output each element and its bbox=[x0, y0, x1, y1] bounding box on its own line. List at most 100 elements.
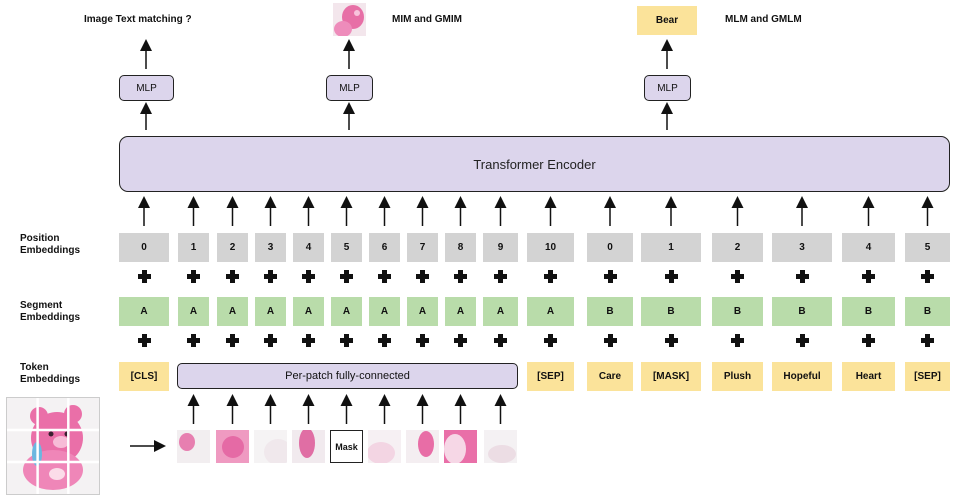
position-embedding-4: 4 bbox=[293, 233, 324, 262]
segment-embedding-10: A bbox=[527, 297, 574, 326]
image-patch-2 bbox=[216, 430, 249, 463]
plus-icon bbox=[187, 334, 200, 347]
mim-output-image bbox=[333, 3, 366, 36]
plus-icon bbox=[378, 270, 391, 283]
plus-icon bbox=[494, 270, 507, 283]
image-patch-8 bbox=[444, 430, 477, 464]
segment-embedding-13: B bbox=[712, 297, 763, 326]
token-heart: Heart bbox=[842, 362, 895, 391]
plus-icon bbox=[795, 334, 809, 347]
segment-embedding-15: B bbox=[842, 297, 895, 326]
plus-icon bbox=[731, 270, 744, 283]
position-embedding-9: 9 bbox=[483, 233, 518, 262]
plus-icon bbox=[921, 270, 934, 283]
token-care: Care bbox=[587, 362, 633, 391]
plus-icon bbox=[921, 334, 934, 347]
mim-output-label: MIM and GMIM bbox=[392, 14, 462, 25]
position-embedding-14: 3 bbox=[772, 233, 832, 262]
image-patch-9 bbox=[484, 430, 517, 463]
segment-embedding-7: A bbox=[407, 297, 438, 326]
segment-embedding-3: A bbox=[255, 297, 286, 326]
plus-icon bbox=[226, 270, 239, 283]
position-embedding-16: 5 bbox=[905, 233, 950, 262]
mlp-box-mlm: MLP bbox=[644, 75, 691, 101]
position-embedding-7: 7 bbox=[407, 233, 438, 262]
token-mask: [MASK] bbox=[641, 362, 701, 391]
segment-embedding-12: B bbox=[641, 297, 701, 326]
mlp-box-mim: MLP bbox=[326, 75, 373, 101]
position-embedding-1: 1 bbox=[178, 233, 209, 262]
plus-icon bbox=[494, 334, 507, 347]
plus-icon bbox=[862, 334, 875, 347]
plus-icon bbox=[454, 334, 467, 347]
segment-embedding-4: A bbox=[293, 297, 324, 326]
plus-icon bbox=[544, 270, 557, 283]
plus-icon bbox=[340, 270, 353, 283]
mlp-box-itm: MLP bbox=[119, 75, 174, 101]
source-image bbox=[6, 397, 100, 495]
token-sep-1: [SEP] bbox=[527, 362, 574, 391]
plus-icon bbox=[664, 334, 678, 347]
segment-embedding-5: A bbox=[331, 297, 362, 326]
plus-icon bbox=[137, 270, 151, 283]
plus-icon bbox=[137, 334, 151, 347]
token-sep-2: [SEP] bbox=[905, 362, 950, 391]
plus-icon bbox=[603, 270, 617, 283]
token-plush: Plush bbox=[712, 362, 763, 391]
position-embedding-5: 5 bbox=[331, 233, 362, 262]
position-embedding-12: 1 bbox=[641, 233, 701, 262]
image-patch-7 bbox=[406, 430, 439, 463]
plus-icon bbox=[603, 334, 617, 347]
plus-icon bbox=[264, 334, 277, 347]
itm-output-label: Image Text matching ? bbox=[84, 14, 192, 25]
plus-icon bbox=[544, 334, 557, 347]
segment-embedding-8: A bbox=[445, 297, 476, 326]
image-patch-6 bbox=[367, 430, 401, 464]
transformer-encoder: Transformer Encoder bbox=[119, 136, 950, 192]
plus-icon bbox=[302, 270, 315, 283]
plus-icon bbox=[862, 270, 875, 283]
image-patch-3 bbox=[254, 430, 292, 465]
position-embeddings-label: Position Embeddings bbox=[20, 233, 81, 256]
plus-icon bbox=[416, 270, 429, 283]
plus-icon bbox=[187, 270, 200, 283]
position-embedding-13: 2 bbox=[712, 233, 763, 262]
plus-icon bbox=[302, 334, 315, 347]
segment-embedding-6: A bbox=[369, 297, 400, 326]
token-embeddings-label: Token Embeddings bbox=[20, 362, 81, 385]
segment-embedding-11: B bbox=[587, 297, 633, 326]
segment-embedding-16: B bbox=[905, 297, 950, 326]
token-cls: [CLS] bbox=[119, 362, 169, 391]
per-patch-fc-box: Per-patch fully-connected bbox=[177, 363, 518, 389]
position-embedding-2: 2 bbox=[217, 233, 248, 262]
image-patch-1 bbox=[177, 430, 210, 463]
segment-embeddings-label: Segment Embeddings bbox=[20, 300, 81, 323]
position-embedding-15: 4 bbox=[842, 233, 895, 262]
segment-embedding-2: A bbox=[217, 297, 248, 326]
position-embedding-8: 8 bbox=[445, 233, 476, 262]
segment-embedding-0: A bbox=[119, 297, 169, 326]
plus-icon bbox=[454, 270, 467, 283]
mlm-output-label: MLM and GMLM bbox=[725, 14, 802, 25]
token-hopeful: Hopeful bbox=[772, 362, 832, 391]
predicted-token-bear: Bear bbox=[637, 6, 697, 35]
plus-icon bbox=[731, 334, 744, 347]
plus-icon bbox=[664, 270, 678, 283]
plus-icon bbox=[378, 334, 391, 347]
plus-icon bbox=[416, 334, 429, 347]
plus-icon bbox=[226, 334, 239, 347]
segment-embedding-14: B bbox=[772, 297, 832, 326]
image-patch-4 bbox=[292, 428, 325, 463]
segment-embedding-9: A bbox=[483, 297, 518, 326]
position-embedding-11: 0 bbox=[587, 233, 633, 262]
position-embedding-0: 0 bbox=[119, 233, 169, 262]
mask-patch: Mask bbox=[330, 430, 363, 463]
plus-icon bbox=[340, 334, 353, 347]
segment-embedding-1: A bbox=[178, 297, 209, 326]
plus-icon bbox=[795, 270, 809, 283]
position-embedding-6: 6 bbox=[369, 233, 400, 262]
position-embedding-3: 3 bbox=[255, 233, 286, 262]
position-embedding-10: 10 bbox=[527, 233, 574, 262]
plus-icon bbox=[264, 270, 277, 283]
